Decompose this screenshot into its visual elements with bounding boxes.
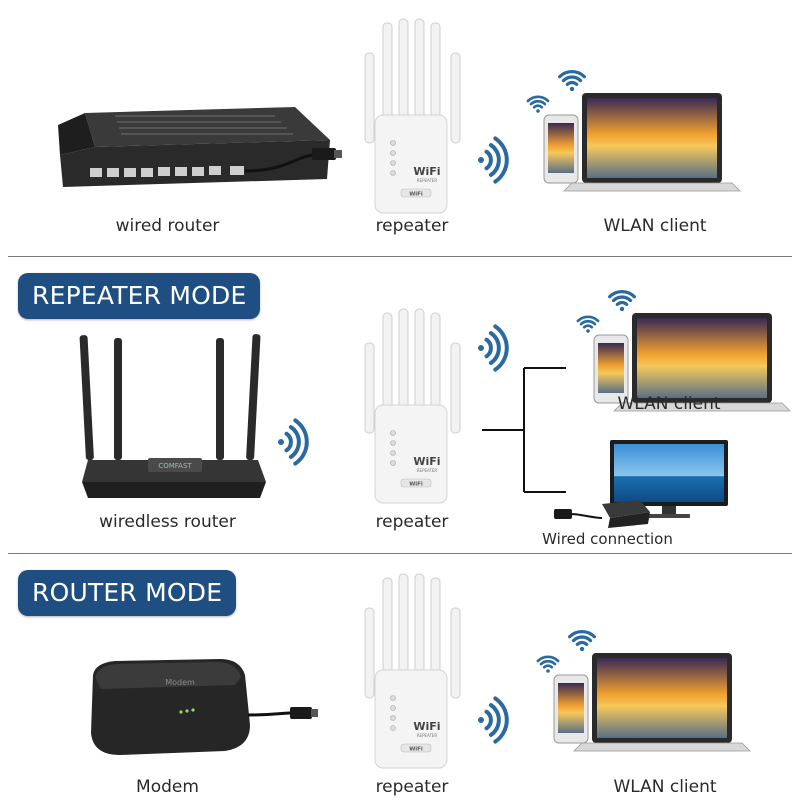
connection-lines bbox=[482, 367, 566, 493]
repeater-model-text: REPEATER bbox=[417, 468, 438, 473]
label-repeater-mid: repeater bbox=[375, 512, 449, 532]
wifi-wave-icon bbox=[478, 696, 509, 744]
router-mode-title: ROUTER MODE bbox=[18, 570, 237, 616]
repeater-model-text: REPEATER bbox=[417, 178, 438, 183]
repeater-wifi-text: WiFi bbox=[413, 455, 440, 468]
repeater-mode-title: REPEATER MODE bbox=[18, 273, 261, 319]
wlan-client-device bbox=[536, 630, 751, 752]
divider-2 bbox=[8, 553, 792, 554]
repeater-wifi-text: WiFi bbox=[413, 165, 440, 178]
wired-router-device bbox=[58, 107, 342, 187]
label-repeater-bottom: repeater bbox=[375, 777, 449, 797]
wlan-client-device bbox=[526, 70, 741, 192]
repeater-wifi-text: WiFi bbox=[413, 720, 440, 733]
label-wired-router: wired router bbox=[115, 216, 220, 236]
label-wlan-client-mid: WLAN client bbox=[617, 394, 721, 414]
divider-1 bbox=[8, 256, 792, 257]
wired-client-device bbox=[554, 440, 728, 528]
label-modem: Modem bbox=[136, 777, 199, 797]
repeater-model-text: REPEATER bbox=[417, 733, 438, 738]
wireless-router-device: COMFAST bbox=[79, 334, 266, 498]
label-repeater-top: repeater bbox=[375, 216, 449, 236]
label-wireless-router: wiredless router bbox=[99, 512, 236, 532]
wifi-wave-icon bbox=[278, 418, 309, 466]
repeater-wps-text: WiFi bbox=[409, 747, 423, 753]
repeater-wps-text: WiFi bbox=[409, 192, 423, 198]
modem-device: Modem bbox=[91, 659, 318, 755]
label-wlan-client-top: WLAN client bbox=[603, 216, 707, 236]
wifi-wave-icon bbox=[478, 136, 509, 184]
modem-brand-text: Modem bbox=[165, 678, 195, 687]
label-wlan-client-bottom: WLAN client bbox=[613, 777, 717, 797]
router-brand-text: COMFAST bbox=[158, 462, 192, 470]
wlan-client-device bbox=[576, 290, 791, 412]
label-wired-connection: Wired connection bbox=[542, 530, 673, 548]
repeater-wps-text: WiFi bbox=[409, 482, 423, 488]
wifi-wave-icon bbox=[478, 324, 509, 372]
